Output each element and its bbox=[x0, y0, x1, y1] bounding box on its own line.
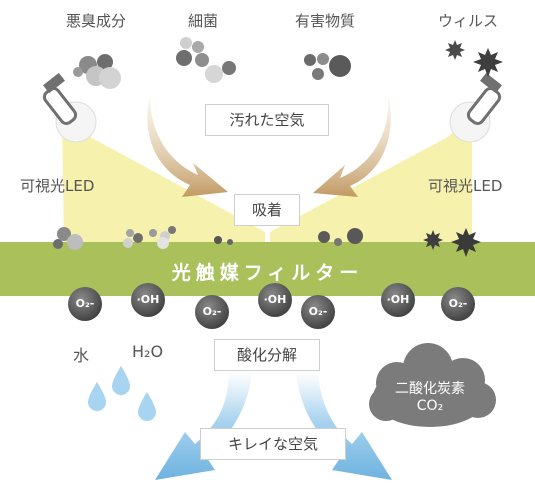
molecule-label: O₂- bbox=[448, 297, 468, 310]
adsorbed-particles bbox=[53, 226, 481, 257]
water-drops-icon bbox=[88, 366, 156, 421]
clean-air-label: キレイな空気 bbox=[200, 428, 346, 460]
molecule-label: O₂- bbox=[308, 305, 328, 318]
odor-label: 悪臭成分 bbox=[66, 12, 127, 30]
molecule-label: O₂- bbox=[75, 297, 95, 310]
harmful-substance-label: 有害物質 bbox=[295, 12, 356, 30]
molecule-label: O₂- bbox=[202, 305, 222, 318]
odor-particles-icon bbox=[73, 54, 121, 89]
led-lamp-left-icon bbox=[42, 72, 97, 143]
clean-air-arrow-right bbox=[296, 372, 392, 480]
co2-cloud-icon bbox=[369, 343, 496, 427]
light-beam-left bbox=[62, 118, 265, 242]
h2o-label: H₂O bbox=[132, 342, 164, 361]
virus-label: ウィルス bbox=[438, 12, 499, 30]
light-beam-right bbox=[270, 118, 472, 242]
molecule-label: ·OH bbox=[263, 293, 287, 306]
adsorption-label: 吸着 bbox=[234, 194, 300, 226]
clean-air-arrow-left bbox=[155, 372, 252, 480]
dirty-air-arrow-right bbox=[313, 92, 391, 197]
filter-title: 光触媒フィルター bbox=[171, 262, 364, 284]
harmful-substance-particles-icon bbox=[304, 53, 351, 80]
dirty-air-label: 汚れた空気 bbox=[205, 104, 329, 136]
led-lamp-right-icon bbox=[449, 72, 502, 143]
oxidative-decomposition-label: 酸化分解 bbox=[214, 339, 320, 371]
co2-cloud-line2: CO₂ bbox=[416, 398, 444, 414]
bacteria-label: 細菌 bbox=[188, 12, 219, 30]
visible-led-right-label: 可視光LED bbox=[428, 177, 503, 195]
reactive-oxygen-molecules bbox=[68, 283, 475, 329]
molecule-label: ·OH bbox=[136, 293, 160, 306]
bacteria-particles-icon bbox=[176, 37, 236, 83]
visible-led-left-label: 可視光LED bbox=[20, 177, 95, 195]
virus-particles-icon bbox=[445, 40, 503, 77]
dirty-air-arrow-left bbox=[147, 95, 228, 197]
water-label: 水 bbox=[73, 346, 90, 365]
molecule-label: ·OH bbox=[386, 293, 410, 306]
co2-cloud-line1: 二酸化炭素 bbox=[395, 381, 465, 397]
